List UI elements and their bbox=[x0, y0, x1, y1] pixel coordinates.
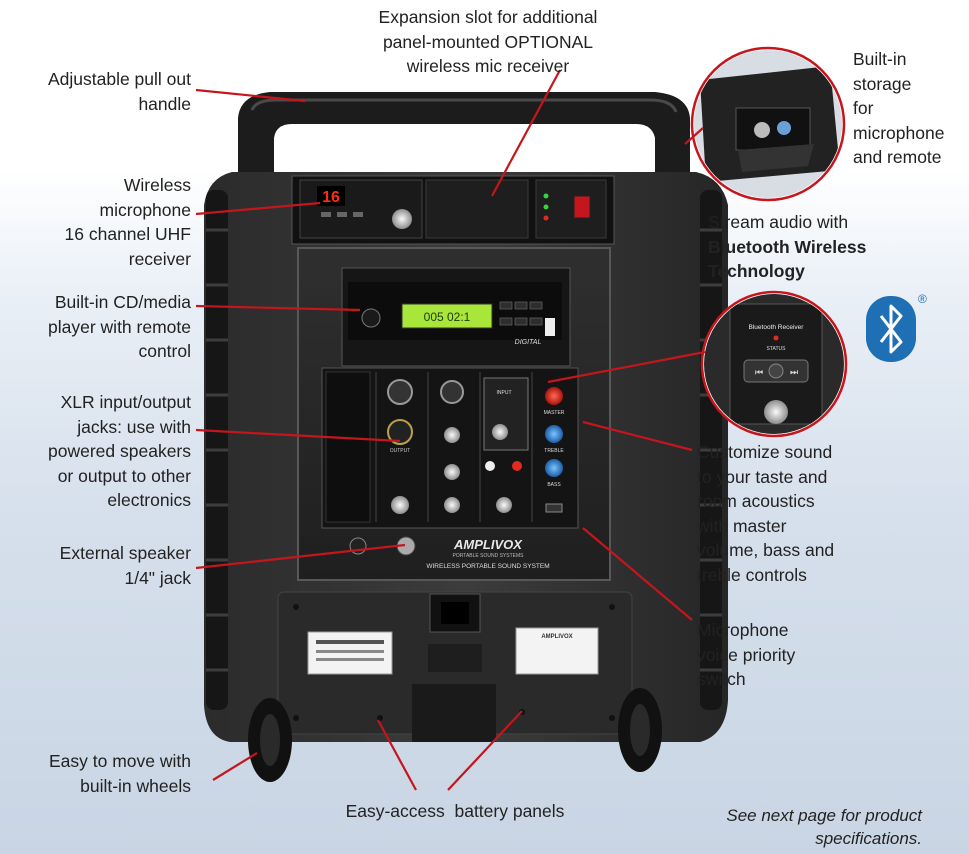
callout-voice-priority: Microphone voice priority switch bbox=[697, 620, 796, 689]
registered-mark: ® bbox=[918, 292, 927, 306]
callout-receiver: Wireless microphone 16 channel UHF recei… bbox=[64, 175, 191, 269]
system-label: WIRELESS PORTABLE SOUND SYSTEM bbox=[426, 563, 549, 570]
control-plate: 005 02:1 DIGITAL OUTPUT INPUT MASTER T bbox=[297, 247, 611, 581]
master-label: MASTER bbox=[544, 410, 565, 416]
brand-subtitle: PORTABLE SOUND SYSTEMS bbox=[453, 553, 525, 559]
wheels bbox=[248, 688, 662, 782]
bluetooth-logo-icon: ® bbox=[866, 292, 927, 362]
pull-out-handle bbox=[238, 92, 690, 172]
expansion-slot bbox=[425, 179, 529, 239]
xlr-output-label: OUTPUT bbox=[390, 448, 411, 454]
label-brand: AMPLIVOX bbox=[541, 634, 572, 640]
svg-text:⏮: ⏮ bbox=[755, 367, 763, 377]
callout-expansion-slot: Expansion slot for additional panel-moun… bbox=[378, 7, 598, 76]
treble-label: TREBLE bbox=[544, 448, 564, 454]
bt-status-label: STATUS bbox=[767, 346, 787, 352]
callout-handle: Adjustable pull out handle bbox=[47, 69, 191, 114]
bt-panel-label: Bluetooth Receiver bbox=[749, 324, 805, 331]
brand-logo: AMPLIVOX bbox=[453, 537, 523, 552]
callout-storage: Built-in storage for microphone and remo… bbox=[853, 49, 945, 167]
receiver-channel-display: 16 bbox=[322, 189, 340, 206]
callout-external-speaker: External speaker 1/4" jack bbox=[59, 543, 191, 588]
input-label: INPUT bbox=[497, 390, 512, 396]
svg-text:⏭: ⏭ bbox=[790, 367, 798, 377]
top-panel: 16 bbox=[291, 175, 615, 245]
callout-customize-sound: Customize sound to your taste and room a… bbox=[697, 442, 835, 585]
callout-xlr: XLR input/output jacks: use with powered… bbox=[48, 392, 191, 510]
digital-label: DIGITAL bbox=[515, 339, 542, 346]
bass-label: BASS bbox=[547, 482, 561, 488]
lower-section: AMPLIVOX bbox=[277, 591, 633, 742]
bluetooth-inset: Bluetooth Receiver STATUS ⏮ ⏭ bbox=[700, 290, 848, 438]
callout-battery-panels: Easy-access battery panels bbox=[345, 801, 565, 821]
callout-bluetooth: Stream audio with Bluetooth Wireless Tec… bbox=[708, 212, 867, 281]
specifications-note: See next page for product specifications… bbox=[726, 806, 922, 848]
storage-inset bbox=[690, 46, 846, 202]
cd-display-text: 005 02:1 bbox=[424, 310, 471, 324]
callout-wheels: Easy to move with built-in wheels bbox=[49, 751, 191, 796]
callout-cd-player: Built-in CD/media player with remote con… bbox=[48, 292, 191, 361]
